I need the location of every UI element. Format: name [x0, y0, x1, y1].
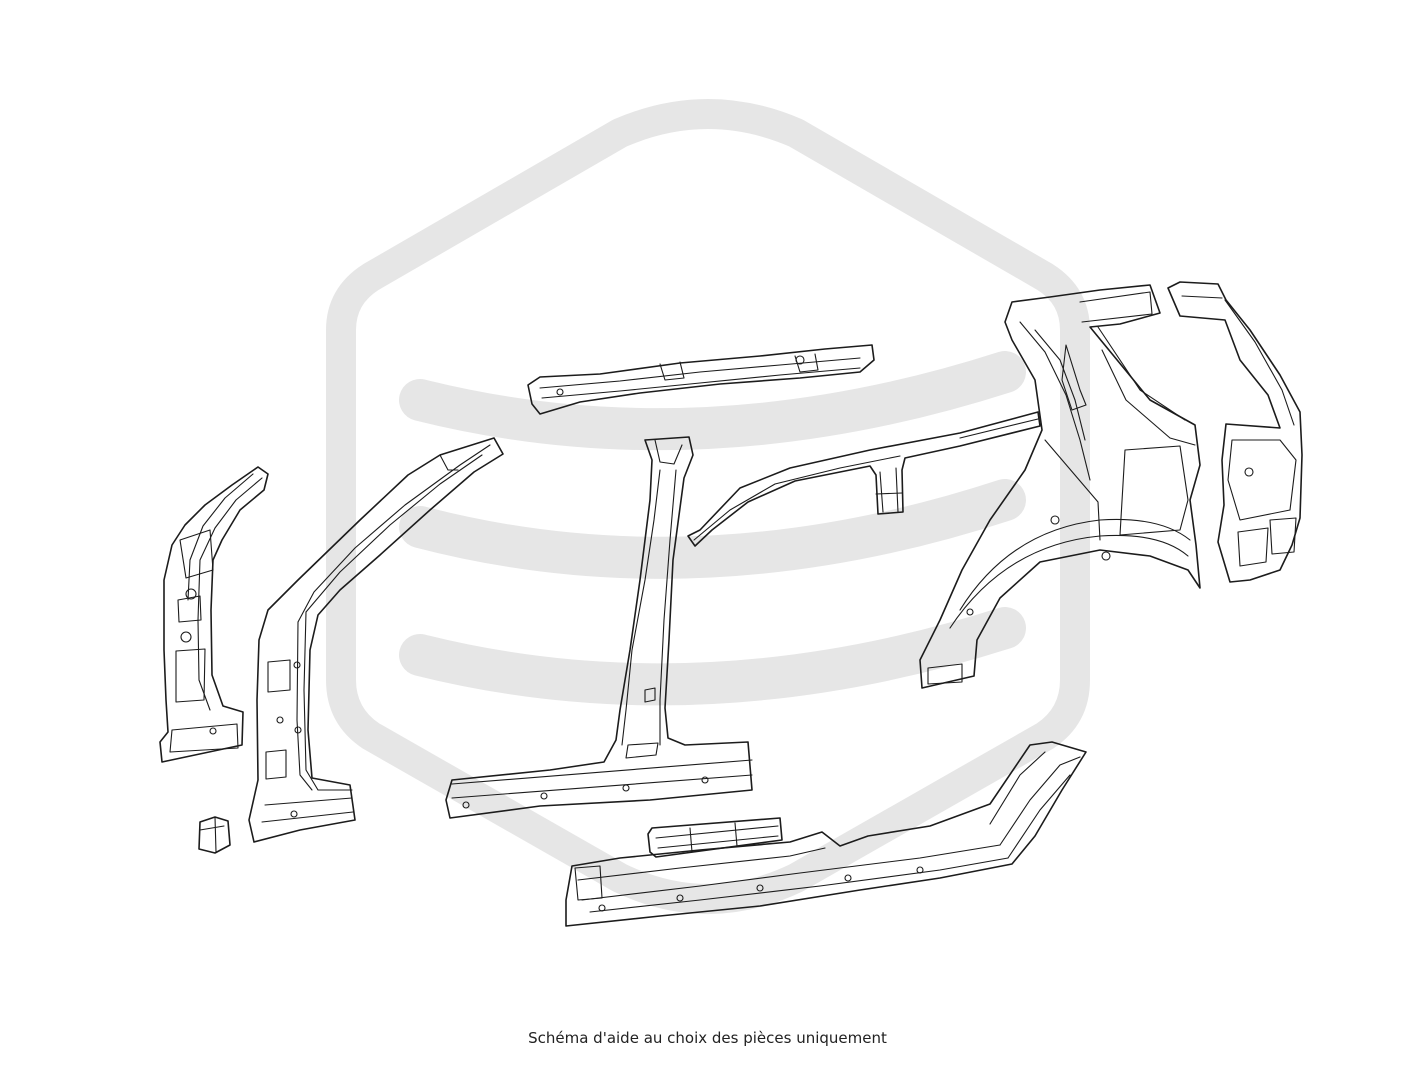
b-pillar-with-sill[interactable] [445, 436, 753, 819]
small-bracket-part[interactable] [198, 816, 231, 854]
watermark-logo [326, 99, 1090, 914]
quarter-panel-inner-with-wheel-arch[interactable] [919, 284, 1201, 689]
diagram-caption: Schéma d'aide au choix des pièces unique… [528, 1029, 887, 1047]
a-pillar-inner-panel[interactable] [159, 466, 269, 763]
a-pillar-outer-panel[interactable] [248, 437, 504, 843]
roof-side-rail-with-pillar-stub[interactable] [687, 411, 1041, 547]
roof-rail-inner[interactable] [527, 344, 875, 415]
sill-reinforcement-part[interactable] [647, 817, 783, 858]
rocker-panel-outer-sill[interactable] [565, 741, 1087, 927]
rear-corner-panel[interactable] [1167, 281, 1303, 583]
